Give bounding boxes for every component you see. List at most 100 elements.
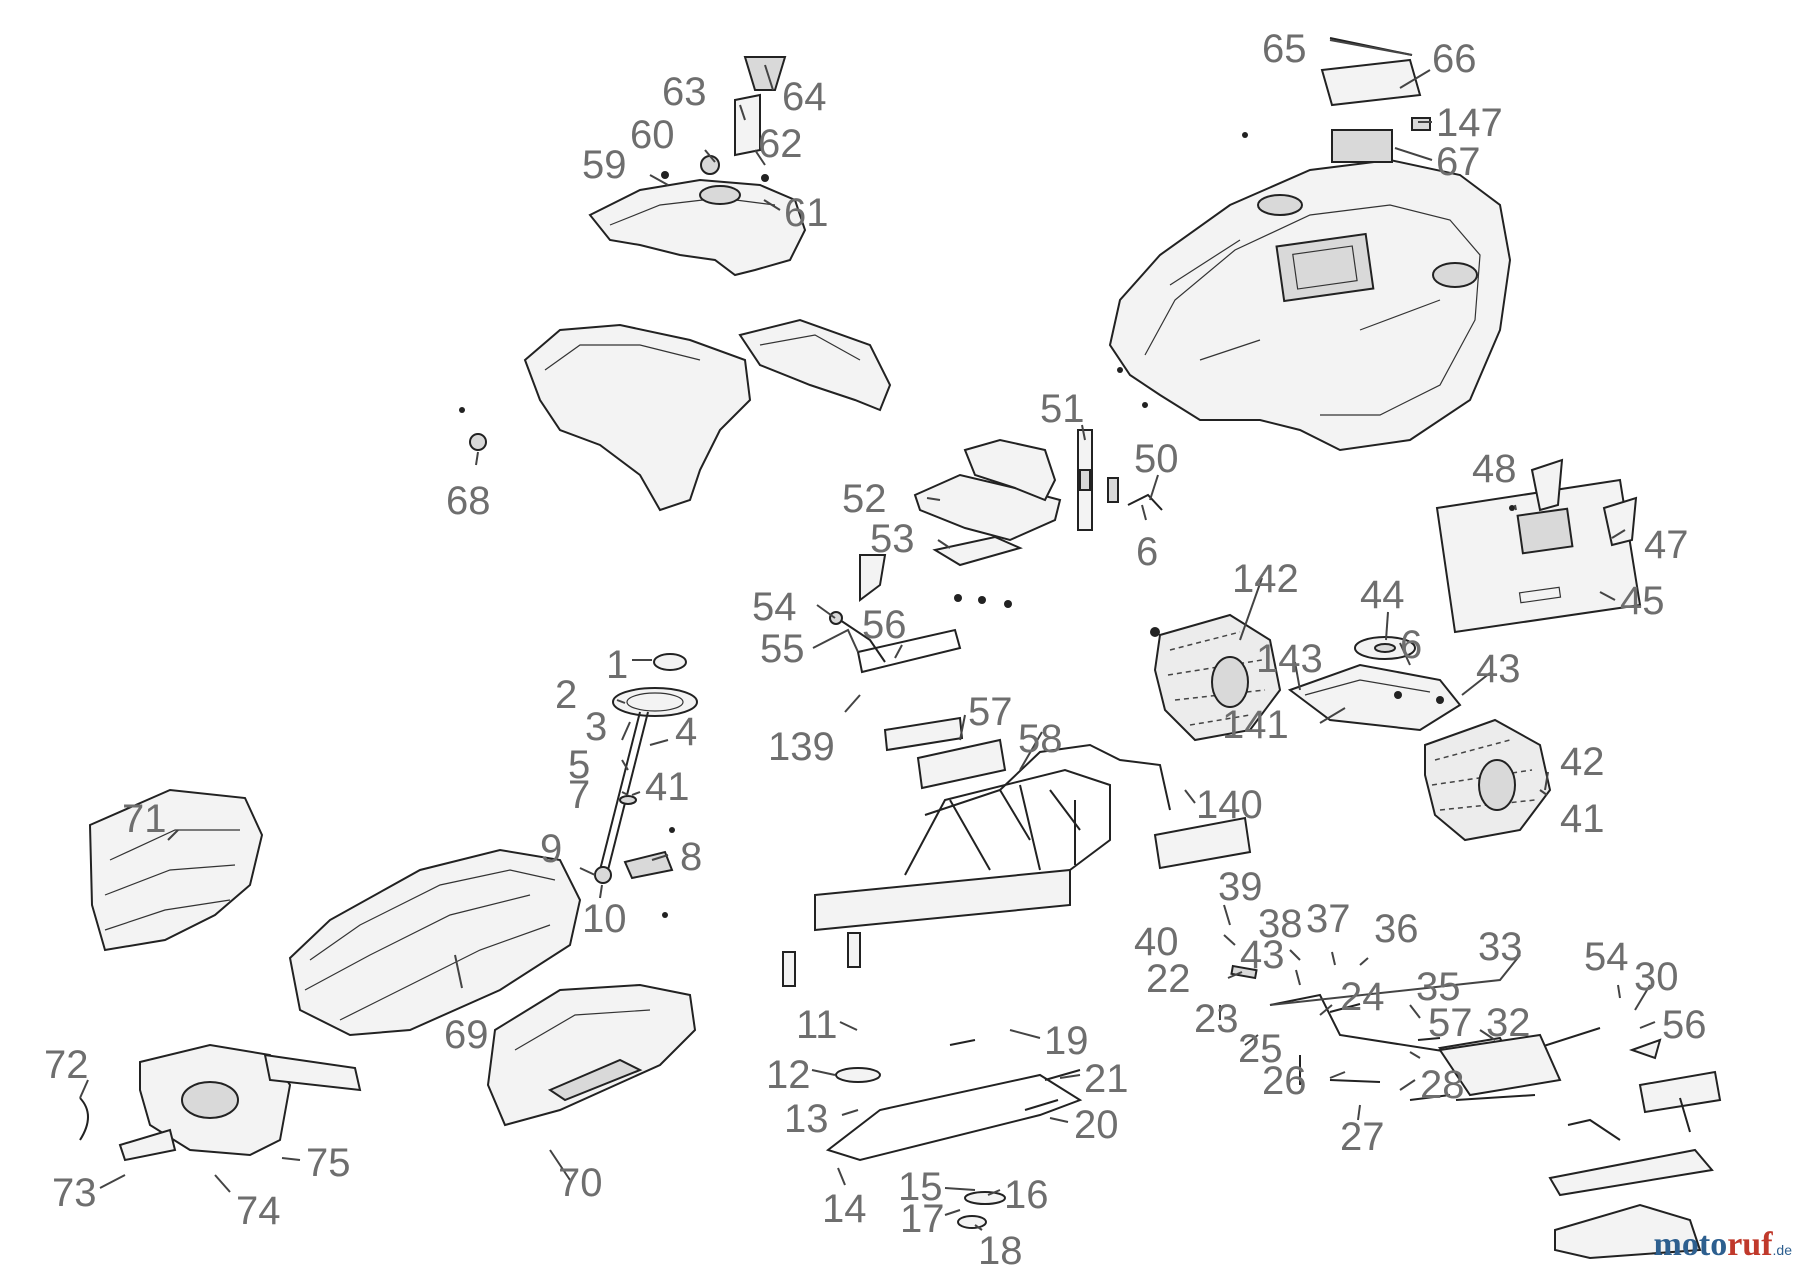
- leader-lines: [79, 39, 1656, 1231]
- part-label-20: 20: [1074, 1103, 1119, 1147]
- part-label-40: 40: [1134, 920, 1179, 964]
- brand-watermark: motoruf.de: [1654, 1226, 1792, 1264]
- part-label-69: 69: [444, 1013, 489, 1057]
- part-label-51: 51: [1040, 387, 1085, 431]
- part-label-139: 139: [768, 725, 835, 769]
- part-label-59: 59: [582, 143, 627, 187]
- part-label-74: 74: [236, 1189, 281, 1233]
- part-label-24: 24: [1340, 975, 1385, 1019]
- part-label-63: 63: [662, 70, 707, 114]
- steering-assembly: [594, 653, 698, 918]
- part-label-72: 72: [44, 1043, 89, 1087]
- part-label-47: 47: [1644, 523, 1689, 567]
- part-label-71: 71: [122, 797, 167, 841]
- part-label-41: 41: [1560, 797, 1605, 841]
- part-label-17: 17: [900, 1197, 945, 1241]
- part-label-66: 66: [1432, 37, 1477, 81]
- part-label-30: 30: [1634, 955, 1679, 999]
- chassis-frame: [782, 554, 1252, 987]
- part-label-22: 22: [1146, 957, 1191, 1001]
- part-label-4: 4: [675, 710, 697, 754]
- rear-fender: [1108, 37, 1512, 452]
- part-label-37: 37: [1306, 897, 1351, 941]
- part-label-39: 39: [1218, 865, 1263, 909]
- part-label-57: 57: [968, 690, 1013, 734]
- part-label-45: 45: [1620, 579, 1665, 623]
- part-label-52: 52: [842, 477, 887, 521]
- rear-wheels-transaxle: [1150, 613, 1552, 842]
- part-label-27: 27: [1340, 1115, 1385, 1159]
- part-label-68: 68: [446, 479, 491, 523]
- mower-deck-belt: [825, 1039, 1083, 1229]
- part-label-53: 53: [870, 517, 915, 561]
- part-label-57: 57: [1428, 1001, 1473, 1045]
- part-label-25: 25: [1238, 1027, 1283, 1071]
- part-label-55: 55: [760, 627, 805, 671]
- part-label-65: 65: [1262, 27, 1307, 71]
- part-label-36: 36: [1374, 907, 1419, 951]
- part-label-67: 67: [1436, 140, 1481, 184]
- part-label-147: 147: [1436, 101, 1503, 145]
- part-label-48: 48: [1472, 447, 1517, 491]
- part-label-13: 13: [784, 1097, 829, 1141]
- part-label-11: 11: [796, 1003, 838, 1047]
- part-label-43: 43: [1240, 933, 1285, 977]
- part-label-14: 14: [822, 1187, 867, 1231]
- side-and-front-panels: [79, 983, 697, 1162]
- part-label-60: 60: [630, 113, 675, 157]
- part-label-3: 3: [585, 705, 607, 749]
- part-label-64: 64: [782, 75, 827, 119]
- part-label-38: 38: [1258, 902, 1303, 946]
- part-label-2: 2: [555, 673, 577, 717]
- rear-panel: [1435, 458, 1642, 634]
- part-label-143: 143: [1256, 637, 1323, 681]
- part-label-42: 42: [1560, 740, 1605, 784]
- part-label-73: 73: [52, 1171, 97, 1215]
- part-label-62: 62: [758, 122, 803, 166]
- part-label-6: 6: [1136, 530, 1158, 574]
- part-label-44: 44: [1360, 573, 1405, 617]
- seat-assembly: [913, 429, 1163, 608]
- pedal-linkage: [1230, 964, 1722, 1260]
- part-label-75: 75: [306, 1141, 351, 1185]
- part-label-56: 56: [1662, 1003, 1707, 1047]
- part-label-28: 28: [1420, 1063, 1465, 1107]
- part-label-35: 35: [1416, 965, 1461, 1009]
- part-label-54: 54: [752, 585, 797, 629]
- part-label-23: 23: [1194, 997, 1239, 1041]
- part-label-56: 56: [862, 603, 907, 647]
- hood: [88, 788, 582, 1037]
- part-label-43: 43: [1476, 647, 1521, 691]
- lower-console: [459, 318, 892, 512]
- part-label-61: 61: [784, 191, 829, 235]
- part-label-142: 142: [1232, 557, 1299, 601]
- part-label-12: 12: [766, 1053, 811, 1097]
- part-label-5: 5: [568, 743, 590, 787]
- part-label-70: 70: [558, 1161, 603, 1205]
- part-label-1: 1: [606, 643, 628, 687]
- part-label-33: 33: [1478, 925, 1523, 969]
- part-label-54: 54: [1584, 935, 1629, 979]
- part-label-6: 6: [1400, 623, 1422, 667]
- part-label-140: 140: [1196, 783, 1263, 827]
- part-label-50: 50: [1134, 437, 1179, 481]
- part-label-18: 18: [978, 1229, 1023, 1272]
- part-label-32: 32: [1486, 1001, 1531, 1045]
- part-label-58: 58: [1018, 717, 1063, 761]
- part-label-8: 8: [680, 835, 702, 879]
- part-label-21: 21: [1084, 1057, 1129, 1101]
- watermark-brand-accent: ruf: [1727, 1226, 1773, 1263]
- part-label-9: 9: [540, 827, 562, 871]
- part-label-10: 10: [582, 897, 627, 941]
- part-label-41: 41: [645, 765, 690, 809]
- part-label-141: 141: [1222, 703, 1289, 747]
- part-label-26: 26: [1262, 1059, 1307, 1103]
- part-label-7: 7: [568, 773, 590, 817]
- part-label-15: 15: [898, 1165, 943, 1209]
- watermark-tld: .de: [1772, 1242, 1792, 1258]
- watermark-brand: moto: [1653, 1226, 1728, 1263]
- part-label-16: 16: [1004, 1173, 1049, 1217]
- part-label-19: 19: [1044, 1019, 1089, 1063]
- part-labels: 65 66 147 67 63 64 60 62 59 61 68 51 50 …: [44, 27, 1707, 1272]
